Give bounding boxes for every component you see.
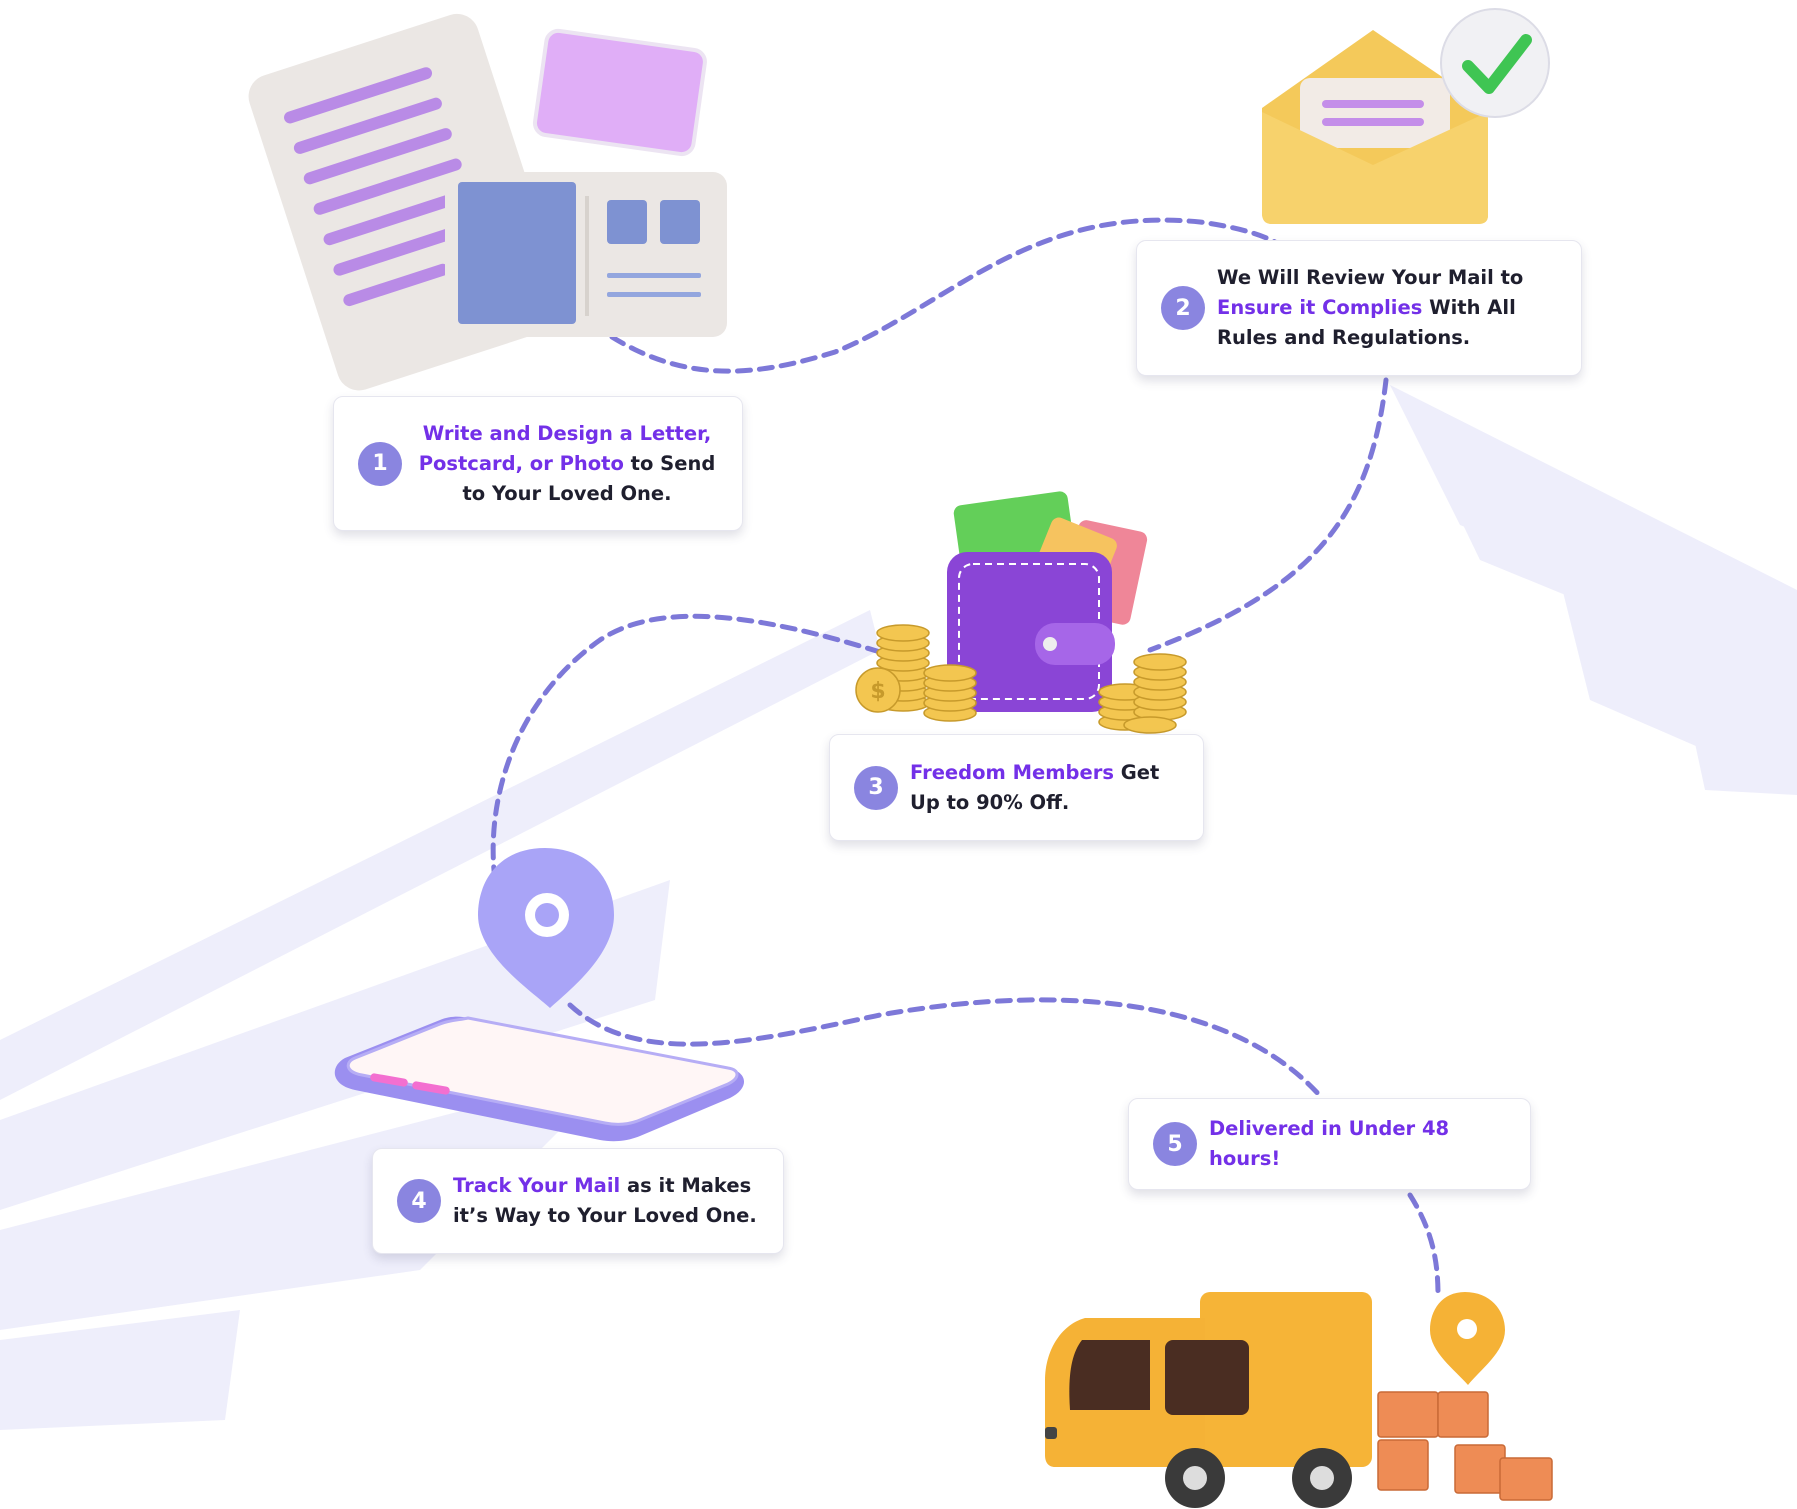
step-4-badge: 4	[397, 1179, 441, 1223]
step-2-text: We Will Review Your Mail to Ensure it Co…	[1217, 263, 1559, 353]
step-2-card: 2 We Will Review Your Mail to Ensure it …	[1136, 240, 1582, 376]
step-4-text: Track Your Mail as it Makes it’s Way to …	[453, 1171, 761, 1231]
step-3-rest: Get Up to 90% Off.	[910, 760, 1160, 814]
step-2-highlight: Ensure it Complies	[1217, 296, 1423, 319]
step-2-badge: 2	[1161, 286, 1205, 330]
step-3-card: 3 Freedom Members Get Up to 90% Off.	[829, 734, 1204, 841]
step-1-text: Write and Design a Letter, Postcard, or …	[414, 419, 720, 509]
step-4-rest: as it Makes it’s Way to Your Loved One.	[453, 1174, 757, 1227]
step-2-rest: With All Rules and Regulations.	[1217, 296, 1516, 349]
step-4-highlight: Track Your Mail	[453, 1174, 621, 1197]
step-1-badge: 1	[358, 441, 402, 486]
step-2-pre: We Will Review Your Mail to	[1217, 266, 1524, 289]
step-3-highlight: Freedom Members	[910, 760, 1114, 784]
step-5-card: 5 Delivered in Under 48 hours!	[1128, 1098, 1531, 1190]
step-4-card: 4 Track Your Mail as it Makes it’s Way t…	[372, 1148, 784, 1254]
step-5-text: Delivered in Under 48 hours!	[1209, 1114, 1508, 1174]
step-1-rest: to Send to Your Loved One.	[462, 451, 716, 505]
step-1-card: 1 Write and Design a Letter, Postcard, o…	[333, 396, 743, 531]
step-5-highlight: Delivered in Under 48 hours!	[1209, 1117, 1450, 1170]
step-3-badge: 3	[854, 765, 898, 810]
step-1-highlight: Write and Design a Letter, Postcard, or …	[418, 421, 712, 475]
svg-text:$: $	[870, 679, 885, 704]
step-3-text: Freedom Members Get Up to 90% Off.	[910, 758, 1181, 818]
step-5-badge: 5	[1153, 1122, 1197, 1166]
